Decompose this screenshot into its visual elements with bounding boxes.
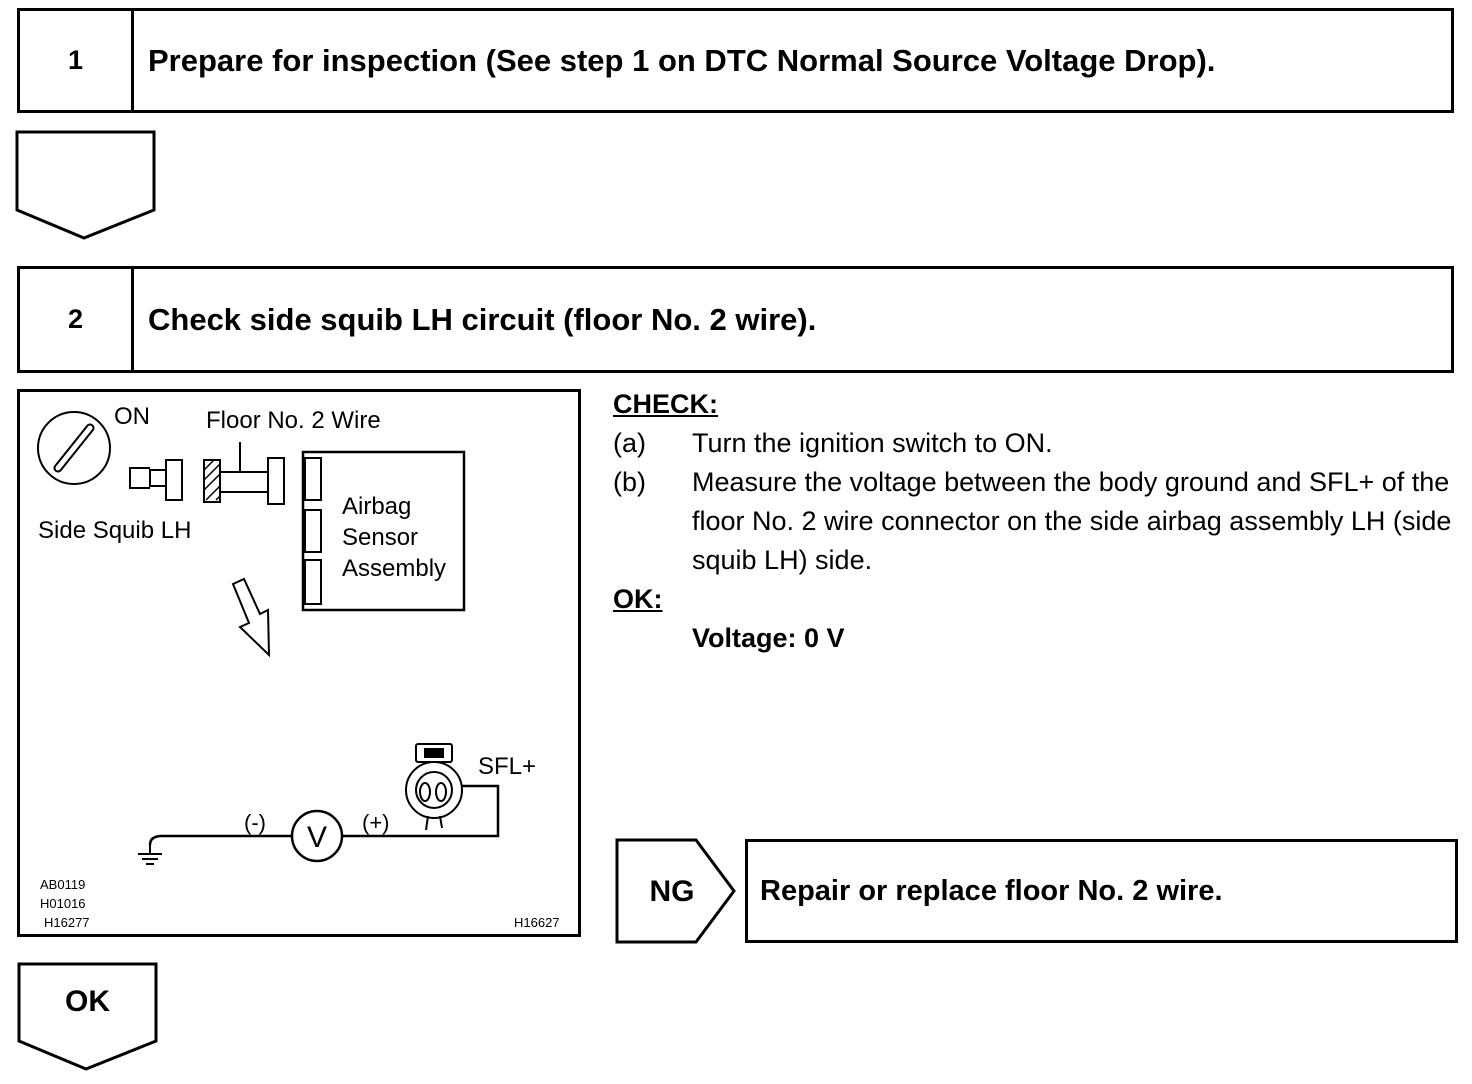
check-item-a: (a) Turn the ignition switch to ON. <box>613 424 1463 463</box>
sfl-connector-icon <box>405 743 463 831</box>
step-1-title: Prepare for inspection (See step 1 on DT… <box>148 42 1216 78</box>
wiring-diagram: ON Floor No. 2 Wire Side Squib LH Airbag… <box>17 389 581 937</box>
ng-action-box: Repair or replace floor No. 2 wire. <box>745 839 1458 943</box>
figure-code-2: H01016 <box>40 896 86 911</box>
step-1-number: 1 <box>20 11 134 110</box>
side-squib-connector-icon <box>129 459 183 501</box>
ok-arrow-icon <box>17 962 158 1071</box>
ignition-switch-icon <box>37 411 111 485</box>
voltmeter-icon <box>290 809 344 863</box>
check-item-b: (b) Measure the voltage between the body… <box>613 463 1463 580</box>
ng-arrow-icon <box>615 838 736 944</box>
figure-code-4: H16627 <box>514 915 560 930</box>
step-2-box: 2 Check side squib LH circuit (floor No.… <box>17 266 1454 373</box>
ng-action-text: Repair or replace floor No. 2 wire. <box>760 874 1223 907</box>
side-squib-label: Side Squib LH <box>38 517 191 544</box>
minus-label: (-) <box>244 810 266 835</box>
step-2-title: Check side squib LH circuit (floor No. 2… <box>148 301 817 337</box>
check-item-b-text: Measure the voltage between the body gro… <box>692 467 1452 575</box>
floor-wire-label: Floor No. 2 Wire <box>206 407 381 434</box>
check-item-a-label: (a) <box>613 428 646 458</box>
flow-arrow-icon <box>15 130 156 240</box>
plus-label: (+) <box>362 810 390 835</box>
wiring-diagram-drawing: ON Floor No. 2 Wire Side Squib LH Airbag… <box>37 403 560 930</box>
sensor-label-line2: Sensor <box>342 524 418 551</box>
ground-icon <box>138 845 162 865</box>
check-item-b-label: (b) <box>613 467 646 497</box>
down-arrow-icon <box>231 577 271 658</box>
step-1-box: 1 Prepare for inspection (See step 1 on … <box>17 8 1454 113</box>
ok-spec: Voltage: 0 V <box>692 623 845 653</box>
sfl-label: SFL+ <box>478 753 536 780</box>
figure-code-1: AB0119 <box>40 877 85 892</box>
check-heading: CHECK: <box>613 389 718 419</box>
check-item-a-text: Turn the ignition switch to ON. <box>692 428 1053 458</box>
floor-wire-connector-icon <box>203 442 285 505</box>
airbag-sensor-assembly-icon <box>301 450 466 612</box>
voltmeter-label: V <box>307 821 327 854</box>
ok-heading: OK: <box>613 584 663 614</box>
sensor-label-line3: Assembly <box>342 555 446 582</box>
ng-label: NG <box>649 875 695 908</box>
step-2-number: 2 <box>20 269 134 370</box>
sensor-label-line1: Airbag <box>342 493 411 520</box>
figure-code-3: H16277 <box>44 915 90 930</box>
ok-label: OK <box>65 985 110 1018</box>
check-panel: CHECK: (a) Turn the ignition switch to O… <box>613 385 1463 658</box>
ignition-on-label: ON <box>114 403 150 430</box>
